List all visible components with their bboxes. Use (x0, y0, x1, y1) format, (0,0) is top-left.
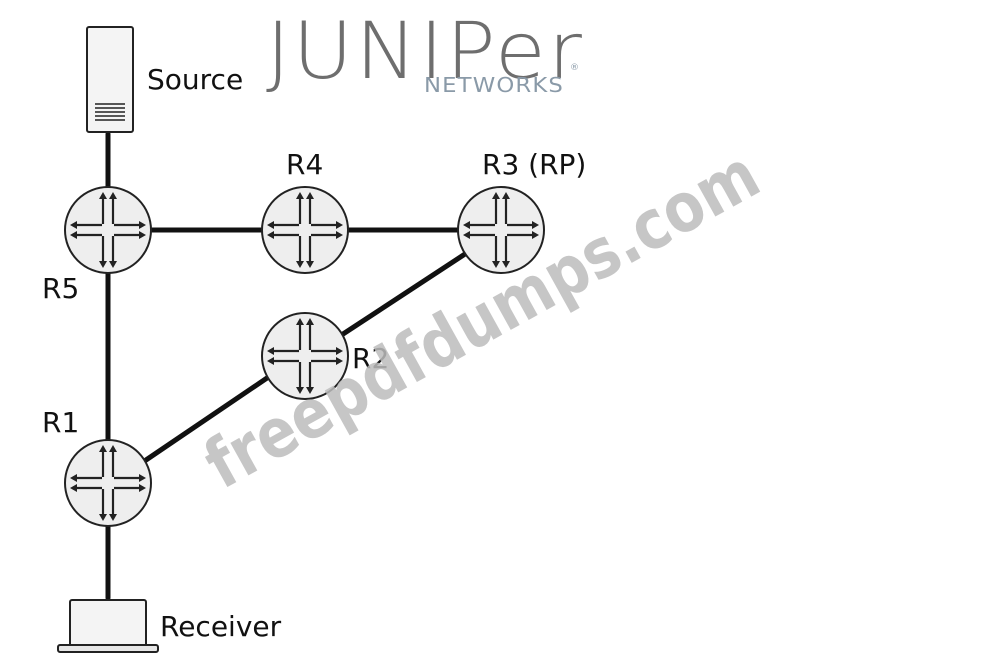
logo-registered-mark: ® (570, 63, 579, 73)
label-r2: R2 (352, 342, 389, 375)
router-r2-icon (261, 312, 349, 400)
router-r1-icon (64, 439, 152, 527)
logo-sub-text: NETWORKS (424, 73, 564, 97)
logo-brand-text: JUNIPer (266, 7, 584, 97)
source-server-icon (86, 26, 134, 133)
label-r5: R5 (42, 272, 79, 305)
label-receiver: Receiver (160, 610, 282, 643)
router-r5-icon (64, 186, 152, 274)
label-r4: R4 (286, 148, 323, 181)
link-r2-r1 (143, 373, 273, 463)
router-r3-icon (457, 186, 545, 274)
label-r1: R1 (42, 406, 79, 439)
label-source: Source (147, 63, 243, 96)
link-r3-r2 (337, 251, 468, 339)
links (105, 131, 468, 601)
receiver-laptop-icon (57, 599, 159, 653)
juniper-logo: JUNIPer NETWORKS ® (266, 7, 584, 97)
router-r4-icon (261, 186, 349, 274)
label-r3: R3 (RP) (482, 148, 586, 181)
